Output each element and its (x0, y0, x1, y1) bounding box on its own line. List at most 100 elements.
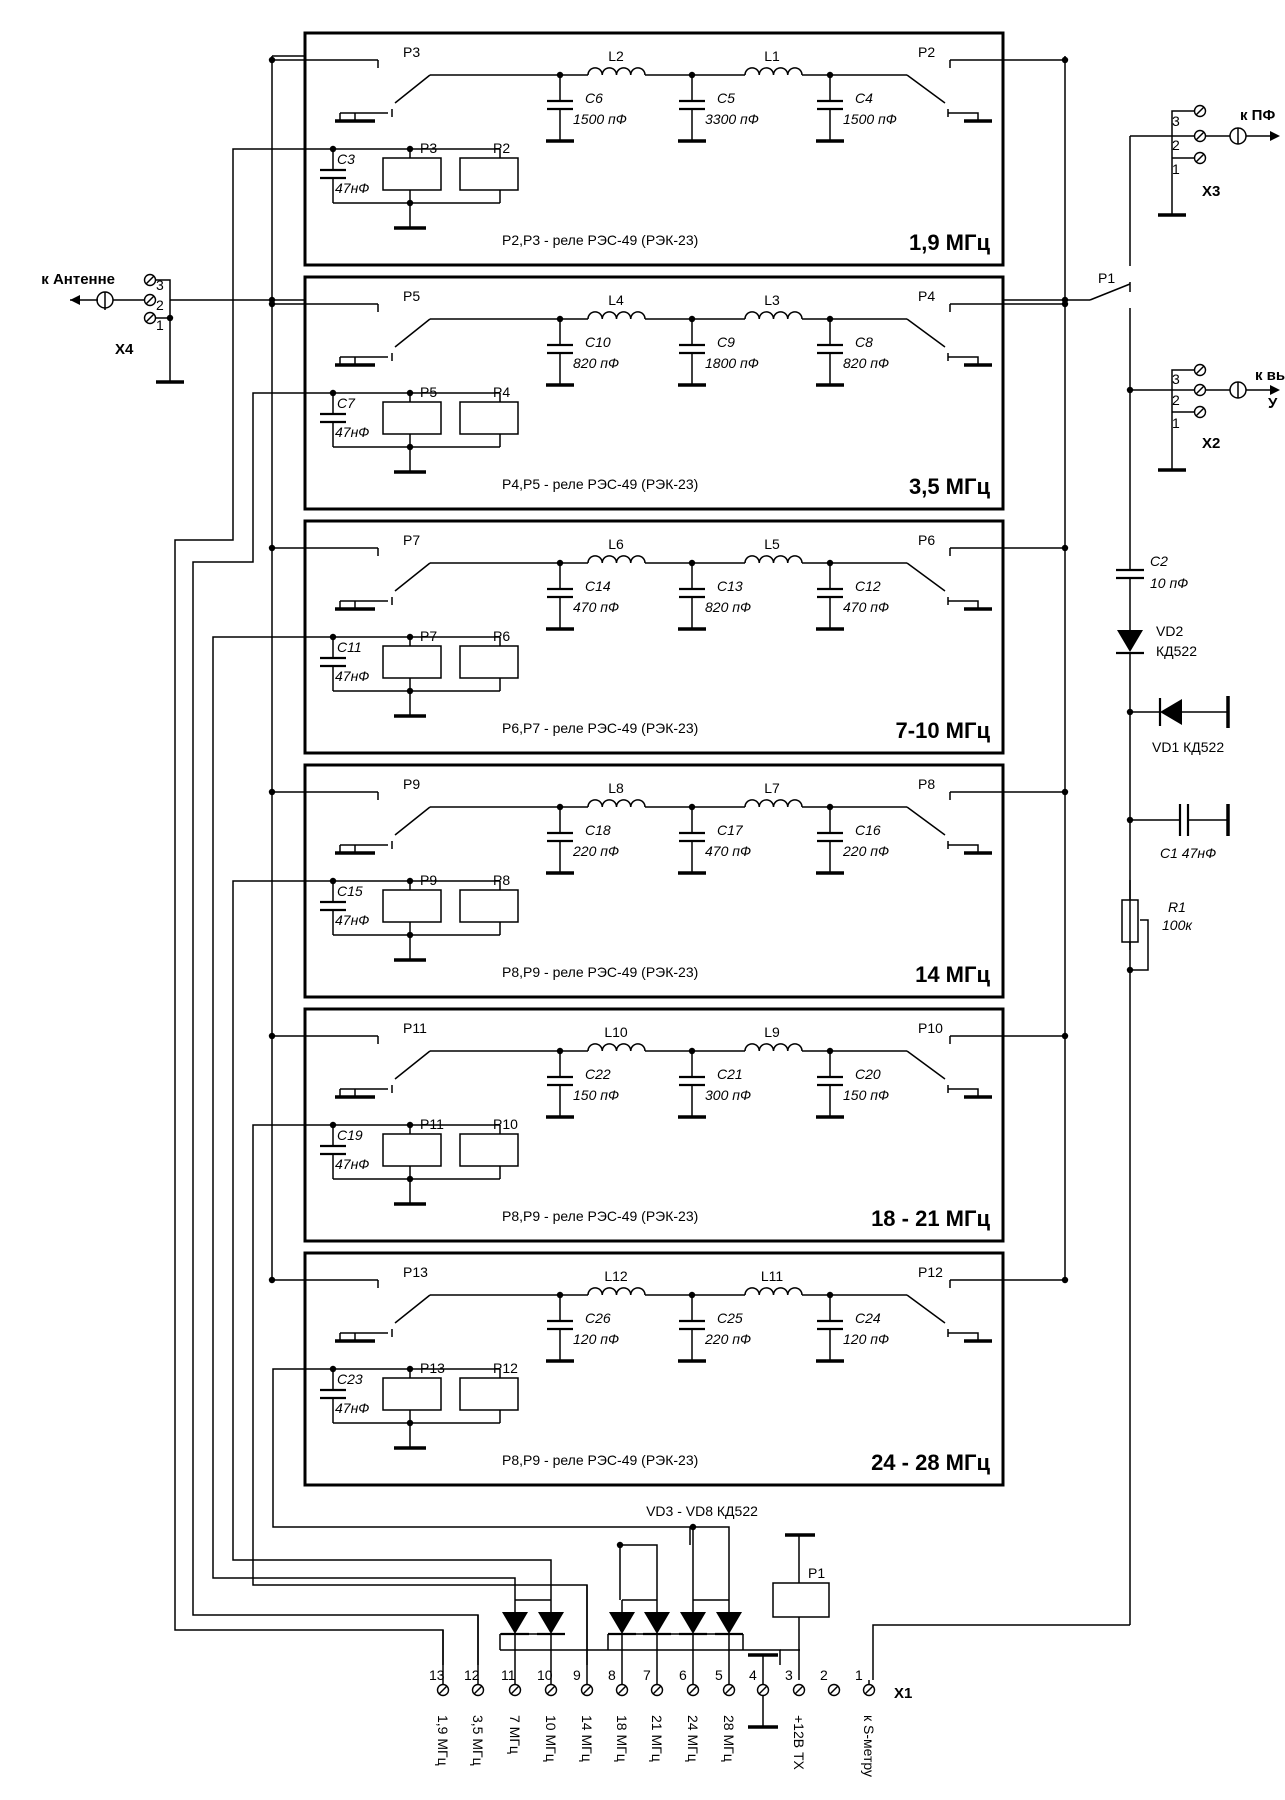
inductor-L5 (744, 555, 803, 564)
band-title: 1,9 МГц (909, 230, 990, 255)
diode-VD2 (1117, 630, 1143, 652)
pin-number: 8 (608, 1667, 616, 1683)
relay-contact-label: P13 (403, 1264, 428, 1280)
relay-coil-P4 (459, 401, 519, 435)
relay-note: P8,P9 - реле РЭС-49 (РЭК-23) (502, 1208, 698, 1224)
capacitor-C1-label: C1 47нФ (1160, 845, 1216, 861)
diode-bus (620, 1544, 658, 1600)
inductor-label: L2 (608, 48, 624, 64)
capacitor-value: 10 пФ (1150, 575, 1188, 591)
diode-vd (538, 1612, 564, 1634)
x1-pin-label: 21 МГц (649, 1715, 665, 1762)
capacitor-name: C6 (585, 90, 603, 106)
pin-number: 2 (1172, 392, 1180, 408)
pin-number: 1 (156, 317, 164, 333)
diode-vd (502, 1612, 528, 1634)
capacitor-name: C13 (717, 578, 743, 594)
junction-dot (1061, 296, 1069, 304)
relay-nc-wire (948, 600, 979, 609)
relay-contact-label: P3 (403, 44, 420, 60)
relay-contact-label: P11 (403, 1020, 427, 1036)
pin-number: 2 (156, 297, 164, 313)
relay-arm (906, 806, 946, 836)
junction-dot (406, 1175, 414, 1183)
relay-coil-label: P3 (420, 140, 437, 156)
diode-vd (716, 1612, 742, 1634)
terminal-slash (1195, 407, 1205, 417)
terminal-slash (617, 1685, 627, 1695)
relay-contact-label: P4 (918, 288, 935, 304)
inductor-L2 (587, 67, 646, 76)
capacitor-value: 820 пФ (705, 599, 751, 615)
control-line-14 (252, 1124, 588, 1665)
ground-strap (156, 279, 171, 319)
inductor-L12 (587, 1287, 646, 1296)
pin-number: 11 (501, 1667, 516, 1683)
capacitor-name: C14 (585, 578, 611, 594)
terminal-slash (688, 1685, 698, 1695)
terminal-slash (510, 1685, 520, 1695)
relay-coil-label: P1 (808, 1565, 825, 1581)
relay-coil-P7 (382, 645, 442, 679)
inductor-L8 (587, 799, 646, 808)
resistor-value: 100к (1162, 917, 1193, 933)
capacitor-value: 3300 пФ (705, 111, 759, 127)
relay-coil-label: P10 (493, 1116, 518, 1132)
s-meter-line (872, 1624, 1130, 1680)
capacitor-name: C26 (585, 1310, 611, 1326)
control-line-3-5 (192, 392, 479, 1665)
relay-p1-label: P1 (1098, 270, 1115, 286)
band-frame (303, 1007, 1005, 1243)
capacitor-name: C25 (717, 1310, 743, 1326)
junction-dot (406, 1419, 414, 1427)
relay-note: P2,P3 - реле РЭС-49 (РЭК-23) (502, 232, 698, 248)
relay-note: P8,P9 - реле РЭС-49 (РЭК-23) (502, 1452, 698, 1468)
band-frame (303, 519, 1005, 755)
pin-number: 5 (715, 1667, 723, 1683)
capacitor-value: 47нФ (335, 1400, 369, 1416)
inductor-label: L8 (608, 780, 624, 796)
terminal-slash (473, 1685, 483, 1695)
capacitor-value: 300 пФ (705, 1087, 751, 1103)
diode-vd (680, 1612, 706, 1634)
relay-coil-P1 (772, 1582, 830, 1618)
relay-contact-label: P8 (918, 776, 935, 792)
capacitor-name: C7 (337, 395, 356, 411)
capacitor-value: 1500 пФ (843, 111, 897, 127)
x1-pin-label: 1,9 МГц (435, 1715, 451, 1766)
capacitor-name: C10 (585, 334, 611, 350)
capacitor-name: C12 (855, 578, 881, 594)
relay-coil-label: P5 (420, 384, 437, 400)
capacitor-value: 470 пФ (573, 599, 619, 615)
inductor-label: L5 (764, 536, 780, 552)
inductor-label: L1 (764, 48, 780, 64)
junction-dot (406, 687, 414, 695)
diode-VD1-label: VD1 КД522 (1152, 739, 1224, 755)
relay-coil-label: P2 (493, 140, 510, 156)
wiring (170, 55, 1090, 1665)
relay-coil-label: P4 (493, 384, 510, 400)
connector-label: X1 (894, 1685, 912, 1702)
terminal-slash (724, 1685, 734, 1695)
band-title: 3,5 МГц (909, 474, 990, 499)
diodes-note: VD3 - VD8 КД522 (646, 1503, 758, 1519)
capacitor-name: C5 (717, 90, 735, 106)
relay-coil-P11 (382, 1133, 442, 1167)
capacitor-value: 220 пФ (704, 1331, 751, 1347)
pin-number: 4 (749, 1667, 757, 1683)
pin-number: 9 (573, 1667, 581, 1683)
capacitor-name: C15 (337, 883, 363, 899)
capacitor-value: 47нФ (335, 668, 369, 684)
diode-name: VD2 (1156, 623, 1183, 639)
capacitor-name: C2 (1150, 553, 1168, 569)
relay-nc-wire (948, 356, 979, 365)
capacitor-name: C8 (855, 334, 873, 350)
relay-arm (394, 74, 431, 104)
relay-arm (394, 806, 431, 836)
inductor-label: L9 (764, 1024, 780, 1040)
capacitor-value: 120 пФ (843, 1331, 889, 1347)
relay-arm (906, 318, 946, 348)
